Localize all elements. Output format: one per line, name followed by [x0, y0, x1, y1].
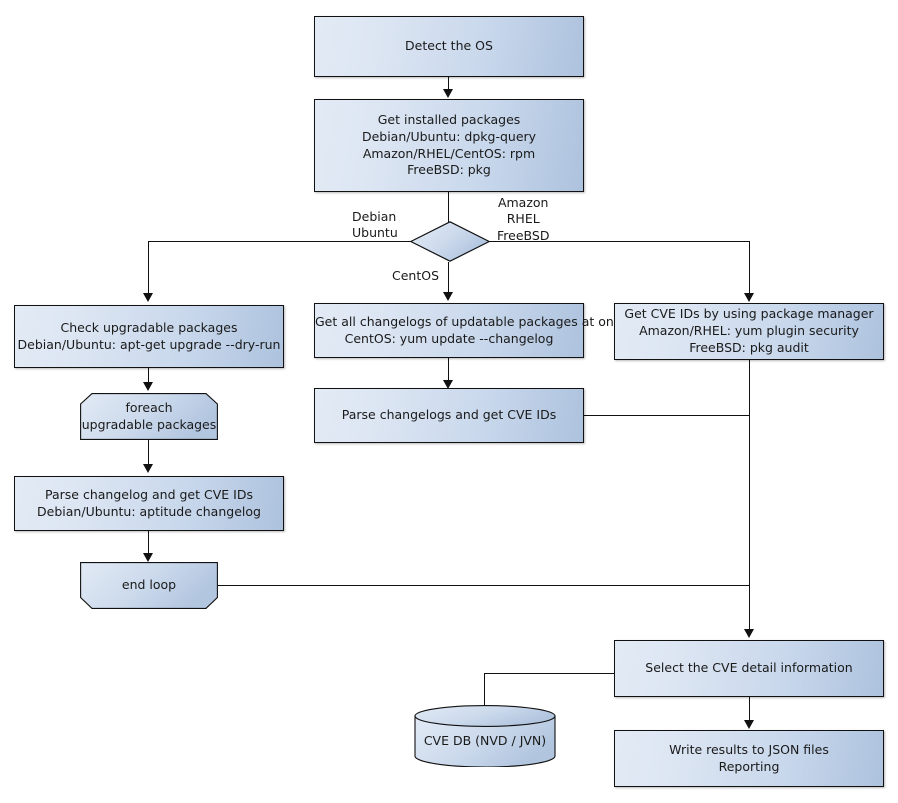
line-2: upgradable packages: [81, 416, 217, 432]
node-select-cve-detail[interactable]: Select the CVE detail information: [614, 640, 884, 697]
node-check-upgradable-label: Check upgradable packages Debian/Ubuntu:…: [15, 320, 283, 354]
node-parse-changelog-single-label: Parse changelog and get CVE IDs Debian/U…: [15, 487, 283, 521]
node-write-results[interactable]: Write results to JSON files Reporting: [614, 730, 884, 787]
connector-packages-to-decision: [448, 192, 449, 222]
node-get-installed-packages-label: Get installed packages Debian/Ubuntu: dp…: [315, 112, 583, 180]
line-2: Debian/Ubuntu: apt-get upgrade --dry-run: [17, 336, 281, 352]
arrowhead-detect-to-packages: [443, 89, 453, 98]
arrowhead-parse-to-endloop: [143, 553, 153, 562]
arrowhead-decision-right: [744, 293, 754, 302]
node-get-all-changelogs-label: Get all changelogs of updatable packages…: [315, 314, 628, 348]
line-2: Debian/Ubuntu: dpkg-query: [361, 128, 537, 144]
left-branch-line-2: Ubuntu: [352, 225, 398, 241]
line-4: FreeBSD: pkg: [407, 162, 491, 178]
line-1: Check upgradable packages: [60, 319, 238, 335]
loop-start-shape: [80, 393, 218, 440]
node-parse-changelogs-cve[interactable]: Parse changelogs and get CVE IDs: [314, 388, 584, 443]
connector-detect-to-packages: [448, 77, 449, 91]
node-check-upgradable[interactable]: Check upgradable packages Debian/Ubuntu:…: [14, 305, 284, 368]
node-detect-os[interactable]: Detect the OS: [314, 16, 584, 77]
arrowhead-foreach-to-parse: [143, 464, 153, 473]
down-branch-line: CentOS: [392, 268, 440, 283]
arrowhead-decision-left: [143, 293, 153, 302]
line-3: Amazon/RHEL/CentOS: rpm: [362, 145, 536, 161]
connector-check-to-foreach: [148, 368, 149, 384]
node-os-decision[interactable]: [410, 221, 490, 262]
line-2: Reporting: [718, 758, 780, 774]
connector-decision-left-drop: [148, 241, 149, 293]
line-3: FreeBSD: pkg audit: [689, 339, 809, 355]
node-parse-changelogs-cve-label: Parse changelogs and get CVE IDs: [341, 407, 557, 423]
line-2: CentOS: yum update --changelog: [344, 330, 554, 346]
node-write-results-label: Write results to JSON files Reporting: [615, 742, 883, 776]
connector-select-to-db-vertical: [484, 673, 485, 708]
right-branch-line-1: Amazon: [497, 195, 549, 210]
arrowhead-spine-to-select: [744, 629, 754, 638]
node-parse-changelog-single[interactable]: Parse changelog and get CVE IDs Debian/U…: [14, 476, 284, 531]
left-branch-line-1: Debian: [352, 209, 397, 224]
arrowhead-allchangelogs-to-parse: [443, 380, 453, 389]
line-1: foreach: [125, 399, 173, 415]
line-1: Get installed packages: [377, 111, 521, 127]
node-get-cve-pkg-manager[interactable]: Get CVE IDs by using package manager Ama…: [614, 303, 884, 360]
connector-select-to-db-horizontal: [484, 673, 614, 674]
connector-endloop-to-spine: [218, 585, 750, 586]
line-1: Write results to JSON files: [669, 741, 829, 757]
node-cve-database[interactable]: CVE DB (NVD / JVN): [414, 705, 556, 767]
node-get-all-changelogs[interactable]: Get all changelogs of updatable packages…: [314, 303, 628, 358]
connector-decision-center-drop: [448, 262, 449, 293]
node-get-cve-pkg-manager-label: Get CVE IDs by using package manager Ama…: [615, 306, 883, 357]
line-2: Amazon/RHEL: yum plugin security: [639, 323, 859, 339]
diamond-shape: [410, 221, 490, 262]
node-cve-database-label: CVE DB (NVD / JVN): [423, 732, 547, 748]
connector-allchangelogs-to-parse: [448, 358, 449, 386]
edge-label-right-branch: Amazon RHEL FreeBSD: [497, 195, 549, 244]
database-cylinder-icon: [414, 705, 556, 767]
connector-select-to-write: [749, 697, 750, 723]
connector-decision-right-drop: [749, 241, 750, 293]
node-get-installed-packages[interactable]: Get installed packages Debian/Ubuntu: dp…: [314, 99, 584, 192]
node-detect-os-label: Detect the OS: [405, 38, 493, 54]
line-1: Get CVE IDs by using package manager: [624, 306, 874, 322]
node-foreach-loop-label: foreach upgradable packages: [80, 400, 218, 434]
connector-foreach-to-parse: [148, 440, 149, 466]
node-end-loop[interactable]: end loop: [80, 562, 218, 609]
connector-parsechangelogs-to-spine: [584, 415, 750, 416]
connector-parse-to-endloop: [148, 531, 149, 557]
node-end-loop-label: end loop: [121, 577, 177, 593]
line-1: Parse changelog and get CVE IDs: [45, 486, 253, 502]
right-branch-line-3: FreeBSD: [497, 227, 550, 243]
connector-right-spine: [749, 360, 750, 632]
arrowhead-check-to-foreach: [143, 382, 153, 391]
edge-label-left-branch: Debian Ubuntu: [352, 209, 398, 242]
arrowhead-select-to-write: [744, 720, 754, 729]
arrowhead-decision-center: [443, 292, 453, 301]
node-foreach-loop[interactable]: foreach upgradable packages: [80, 393, 218, 440]
node-select-cve-detail-label: Select the CVE detail information: [645, 660, 853, 676]
edge-label-down-branch: CentOS: [392, 268, 439, 284]
loop-end-shape: [80, 562, 218, 609]
right-branch-line-2: RHEL: [506, 211, 540, 227]
line-2: Debian/Ubuntu: aptitude changelog: [37, 503, 261, 519]
line-1: Get all changelogs of updatable packages…: [315, 313, 629, 329]
